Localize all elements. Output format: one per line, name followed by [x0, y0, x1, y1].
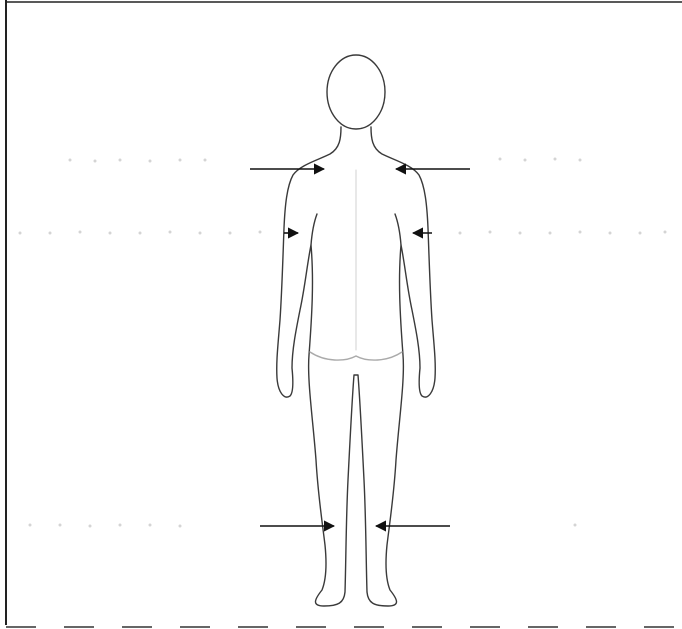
marker-arrows: [250, 169, 470, 526]
inner-arm-right: [395, 214, 401, 245]
inner-arm-left: [311, 214, 317, 245]
faint-guide-marks: [19, 158, 667, 528]
human-figure-outline: [277, 55, 436, 606]
head: [327, 55, 385, 129]
buttock-line: [310, 352, 402, 360]
